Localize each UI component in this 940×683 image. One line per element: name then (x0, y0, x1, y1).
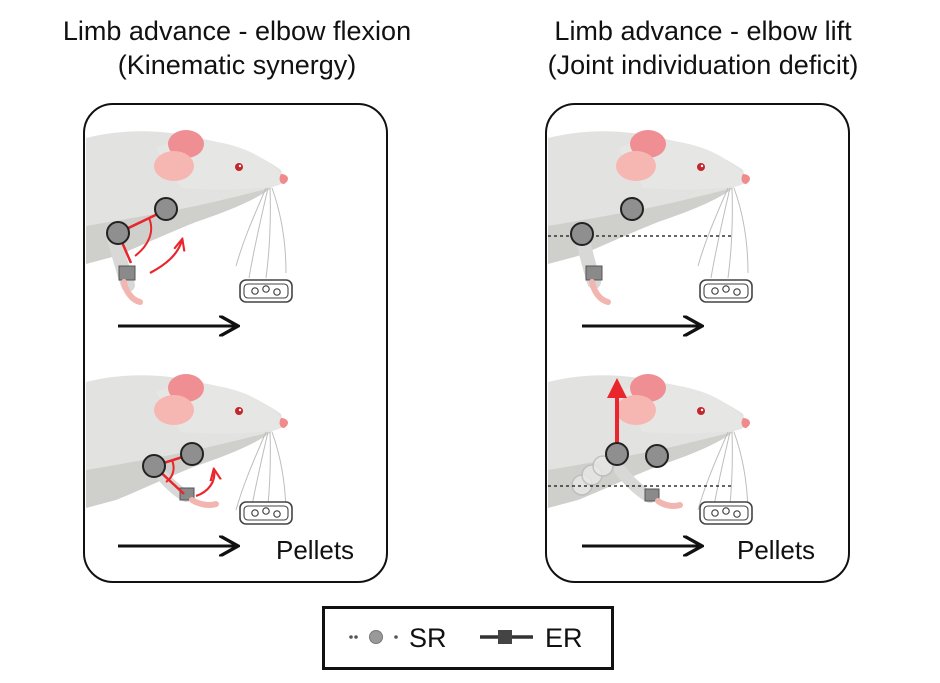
legend-sr-symbol (349, 630, 398, 644)
paw (121, 279, 143, 305)
wrist-marker-3 (585, 265, 603, 281)
angle-arc-2 (165, 459, 175, 483)
paw-2 (189, 497, 219, 508)
legend-er-label: ER (545, 623, 583, 653)
legend-sr-label: SR (409, 623, 447, 653)
wrist-marker (118, 265, 136, 281)
pellet-tray-2 (239, 501, 293, 525)
pellet-tray-3 (699, 279, 753, 303)
left-pellets-label: Pellets (276, 535, 355, 565)
right-panel-artwork (548, 129, 753, 546)
wrist-marker-2 (179, 487, 195, 501)
shoulder-joint-3 (620, 197, 644, 221)
left-panel-title: Limb advance - elbow flexion (Kinematic … (0, 14, 474, 82)
right-panel-title: Limb advance - elbow lift (Joint individ… (466, 14, 940, 82)
paw-3 (589, 279, 611, 305)
paw-4 (655, 498, 683, 509)
wrist-marker-4 (644, 488, 660, 502)
elbow-joint-4 (605, 442, 629, 466)
pellet-tray-4 (699, 501, 753, 525)
right-title-line2: (Joint individuation deficit) (547, 50, 859, 80)
legend-er-symbol (480, 630, 533, 644)
left-title-line2: (Kinematic synergy) (117, 50, 357, 80)
elbow-joint-2 (142, 454, 166, 478)
flexion-arrow (149, 240, 182, 274)
rat-right-top (548, 129, 751, 279)
flexion-arrow-2 (195, 470, 214, 498)
shoulder-joint-4 (645, 444, 669, 468)
left-title-line1: Limb advance - elbow flexion (62, 16, 412, 46)
legend-box: SR ER (322, 606, 614, 670)
left-panel-artwork (86, 129, 293, 546)
shoulder-joint (154, 197, 178, 221)
shoulder-joint-2 (180, 442, 204, 466)
right-title-line1: Limb advance - elbow lift (554, 16, 852, 46)
pellet-tray (239, 279, 293, 303)
right-pellets-label: Pellets (737, 535, 816, 565)
elbow-joint (106, 221, 130, 245)
elbow-joint-3 (570, 222, 594, 246)
angle-arc (134, 217, 153, 257)
